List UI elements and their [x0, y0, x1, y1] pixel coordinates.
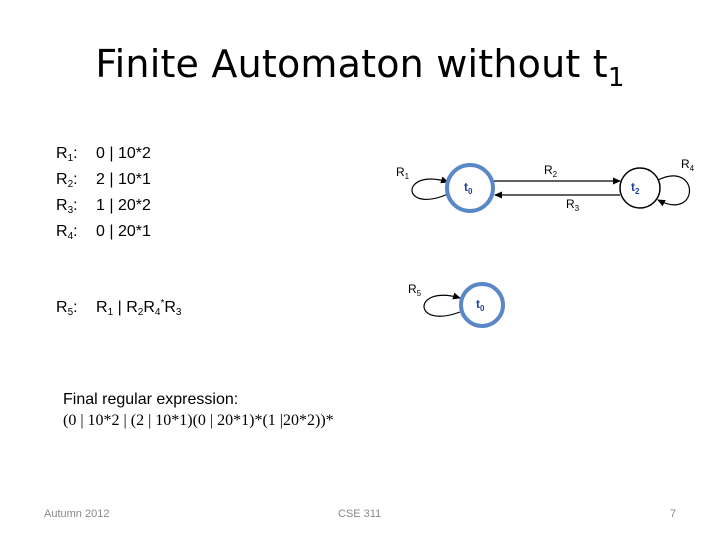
state-t0-alone-label: t0 — [476, 297, 485, 313]
label-r2: R2 — [544, 163, 558, 179]
final-expression: (0 | 10*2 | (2 | 10*1)(0 | 20*1)*(1 |20*… — [63, 412, 334, 429]
slide-title: Finite Automaton without t1 — [95, 42, 625, 93]
state-t0-label: t0 — [464, 180, 473, 196]
final-expression-block: Final regular expression: (0 | 10*2 | (2… — [63, 389, 334, 431]
footer-term: Autumn 2012 — [44, 508, 110, 520]
footer-page-number: 7 — [670, 508, 677, 520]
state-t0-alone — [459, 282, 505, 328]
footer-course: CSE 311 — [338, 508, 382, 520]
rule-r1: R1:0 | 10*2 — [56, 145, 151, 164]
diagram-bottom: R5 t0 — [408, 282, 505, 328]
loop-r5 — [423, 292, 461, 317]
label-r4: R4 — [681, 157, 695, 173]
label-r1: R1 — [396, 165, 410, 181]
state-t0 — [445, 163, 495, 213]
loop-r4 — [657, 175, 690, 207]
diagram-top: R1 t0 R2 R3 t2 R4 — [396, 157, 695, 213]
loop-r1 — [411, 176, 449, 200]
label-r3: R3 — [566, 197, 580, 213]
rule-r3: R3:1 | 20*2 — [56, 197, 151, 216]
label-r5: R5 — [408, 282, 422, 298]
state-t2-label: t2 — [631, 180, 640, 196]
rule-list: R1:0 | 10*2 R2:2 | 10*1 R3:1 | 20*2 R4:0… — [56, 143, 151, 247]
final-expression-label: Final regular expression: — [63, 391, 239, 408]
rule-r2: R2:2 | 10*1 — [56, 171, 151, 190]
state-t2 — [619, 167, 661, 209]
rule-r5: R5:R1 | R2R4*R3 — [56, 298, 182, 318]
rule-r4: R4:0 | 20*1 — [56, 223, 151, 242]
